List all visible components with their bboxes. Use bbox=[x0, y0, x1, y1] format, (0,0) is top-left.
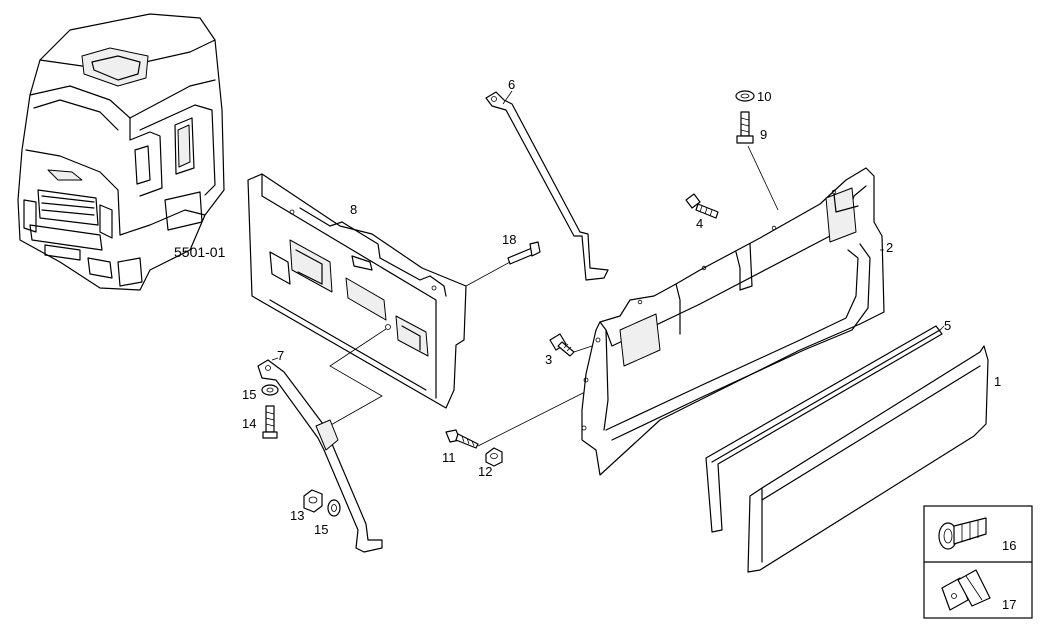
part-13-nut: 13 bbox=[290, 489, 323, 523]
part-5-seal-strip: 5 bbox=[705, 318, 951, 533]
label-6: 6 bbox=[508, 77, 515, 92]
label-8: 8 bbox=[350, 202, 357, 217]
part-14-bolt: 14 bbox=[242, 405, 278, 439]
label-15-upper: 15 bbox=[242, 387, 256, 402]
part-4-bolt: 4 bbox=[685, 193, 719, 231]
label-1: 1 bbox=[994, 374, 1001, 389]
leader-8-7 bbox=[321, 328, 387, 431]
part-2-main-panel: 2 bbox=[581, 167, 893, 476]
label-14: 14 bbox=[242, 416, 256, 431]
label-9: 9 bbox=[760, 127, 767, 142]
part-12-nut: 12 bbox=[478, 447, 503, 479]
part-17-clip-nut: 17 bbox=[941, 569, 1016, 612]
label-10: 10 bbox=[757, 89, 771, 104]
label-7: 7 bbox=[277, 348, 284, 363]
truck-cab-illustration: 5501-01 bbox=[17, 13, 226, 291]
part-16-push-rivet: 16 bbox=[938, 517, 1016, 553]
label-18: 18 bbox=[502, 232, 516, 247]
part-7-strut: 7 bbox=[257, 348, 383, 553]
label-13: 13 bbox=[290, 508, 304, 523]
part-6-strut: 6 bbox=[485, 77, 609, 281]
part-15-washer-upper: 15 bbox=[242, 384, 279, 402]
drawing-code: 5501-01 bbox=[174, 244, 226, 260]
label-16: 16 bbox=[1002, 538, 1016, 553]
part-11-screw: 11 bbox=[442, 391, 586, 465]
label-17: 17 bbox=[1002, 597, 1016, 612]
label-5: 5 bbox=[944, 318, 951, 333]
part-10-washer: 10 bbox=[735, 89, 771, 104]
label-2: 2 bbox=[886, 240, 893, 255]
part-8-inner-panel: 8 bbox=[247, 173, 467, 409]
label-3: 3 bbox=[545, 352, 552, 367]
label-12: 12 bbox=[478, 464, 492, 479]
part-1-lower-cover: 1 bbox=[747, 345, 1001, 573]
part-15-washer-lower: 15 bbox=[314, 499, 341, 537]
part-3-clip: 3 bbox=[545, 333, 593, 367]
part-18-bolt: 18 bbox=[465, 232, 541, 287]
label-15-lower: 15 bbox=[314, 522, 328, 537]
label-4: 4 bbox=[696, 216, 703, 231]
label-11: 11 bbox=[442, 450, 456, 465]
part-9-bolt: 9 bbox=[736, 111, 779, 211]
